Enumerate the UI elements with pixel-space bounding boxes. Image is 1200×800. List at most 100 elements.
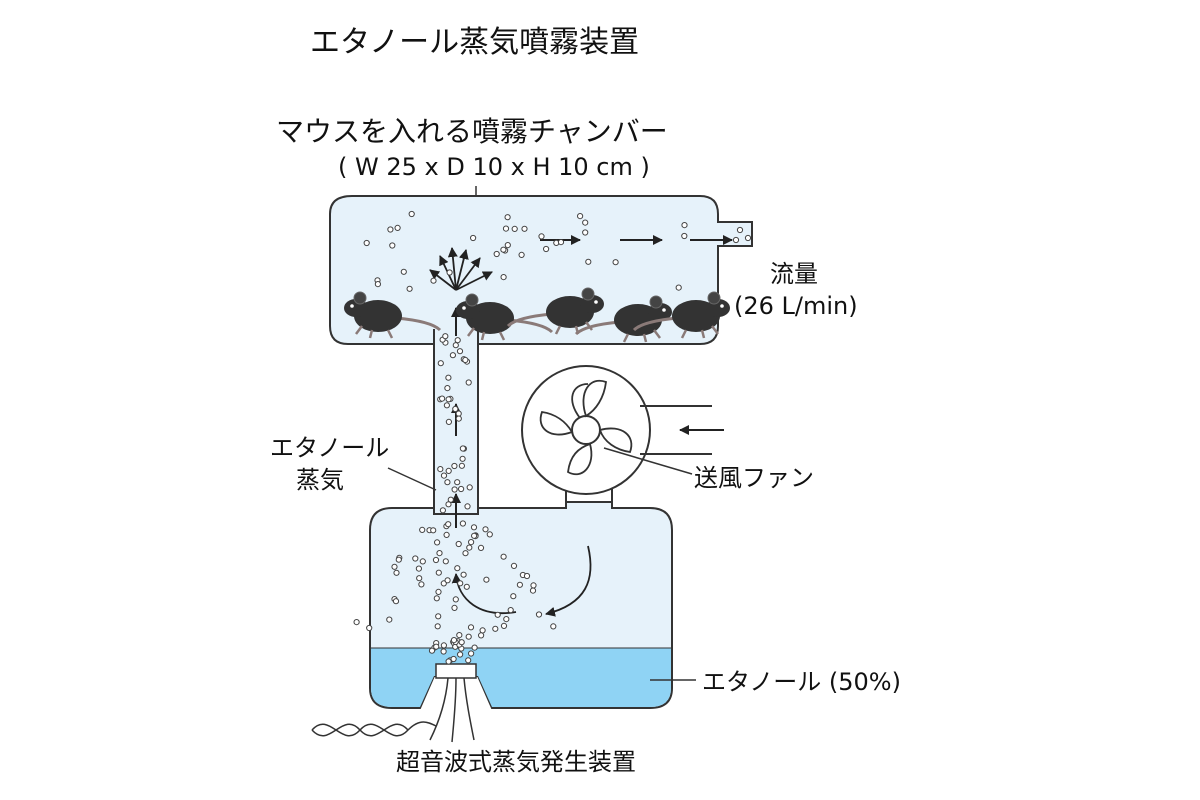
vapor-particle [468,650,475,657]
vapor-particle [511,225,518,232]
vapor-particle [446,269,453,276]
flow-label: 流量 [770,260,818,288]
vapor-particle [479,627,486,634]
vapor-particle [582,219,589,226]
vapor-particle [416,575,423,582]
vapor-particle [445,418,452,425]
flow-value-label: (26 L/min) [734,292,858,320]
vapor-particle [445,521,452,528]
vapor-particle [418,581,425,588]
vapor-particle [550,623,557,630]
vapor-particle [452,405,459,413]
vapor-particle [433,643,440,650]
vapor-particle [450,655,457,663]
ethanol-liquid [371,648,671,707]
vapor-particle [510,562,518,570]
vapor-particle [681,222,688,229]
vapor-particle [451,486,458,493]
fan-label: 送風ファン [694,464,814,492]
vapor-particle [482,526,489,533]
vapor-particle [681,232,688,240]
vapor-particle [437,360,444,367]
vapor-particle [394,224,401,231]
vapor-particle [366,624,373,632]
vapor-particle [434,539,441,546]
vapor-particle [521,225,528,232]
vapor-particle [449,352,456,359]
vapor-particle [406,285,413,292]
vapor-particle [444,577,451,584]
vapor-particle [387,226,394,233]
vapor-particle [419,558,426,565]
vapor-particles [353,210,752,665]
vapor-particle [500,553,507,560]
vapor-particle [466,544,473,551]
vapor-particle [400,268,407,275]
fan-leader-line [603,447,693,475]
vapor-particle [428,647,436,654]
diagram-title: エタノール蒸気噴霧装置 [310,25,639,60]
vapor-particle [444,479,451,486]
vapor-particle [435,613,442,620]
vapor-particle [510,593,517,600]
vapor-particle [393,569,400,576]
vapor-particle [477,544,485,552]
vapor-particle [455,410,462,417]
generator-label: 超音波式蒸気発生装置 [396,748,636,776]
vapor-particle [516,581,524,588]
vapor-label-line1: エタノール [270,434,389,462]
vapor-particle [478,632,485,639]
vapor-particle [529,587,537,594]
vapor-particle [467,624,475,631]
vapor-particle [457,651,464,658]
vapor-particle [732,236,740,244]
vapor-particle [585,258,592,265]
vapor-particle [518,251,525,258]
vapor-particle [492,625,499,632]
vapor-particle [470,524,478,531]
vapor-particle [462,550,469,557]
vapor-particle [457,580,464,587]
vapor-particle [454,337,461,344]
vapor-leader-line [387,467,437,491]
vapor-particle [507,607,514,614]
vapor-particle [557,239,565,246]
vapor-particle [503,616,510,623]
vapor-particle [612,259,619,266]
vapor-particle [523,572,531,580]
vapor-label-line2: 蒸気 [296,466,344,494]
vapor-particle [415,565,422,572]
vapor-particle [445,396,452,403]
vapor-particle [471,644,478,651]
vapor-particle [454,565,461,572]
vapor-particle [465,633,472,640]
vapor-particle [494,611,501,618]
vapor-particle [471,532,478,539]
vapor-particle [483,576,490,583]
vapor-particle [459,520,466,527]
vapor-particle [408,210,415,218]
vapor-particle [463,583,470,590]
vapor-particle [530,582,537,589]
vapor-particle [466,484,473,491]
vapor-particle [462,356,469,364]
vapor-particle [452,596,459,603]
vapor-particle [432,556,440,564]
vapor-particle [458,462,465,469]
vapor-particle [434,623,441,630]
ultrasonic-generator-head [435,663,477,679]
vapor-particle [443,402,450,409]
vapor-particle [493,250,500,258]
vapor-particle [363,239,370,247]
spray-arrows [429,247,493,291]
vapor-particle [444,385,451,392]
chamber-size-label: ( W 25 x D 10 x H 10 cm ) [338,153,650,181]
vapor-particle [538,233,545,240]
vapor-particle [442,558,449,565]
vapor-particle [452,342,459,349]
vapor-particle [459,455,466,462]
vapor-particle [458,485,465,493]
vapor-particle [445,467,452,474]
vapor-particle [502,225,510,232]
